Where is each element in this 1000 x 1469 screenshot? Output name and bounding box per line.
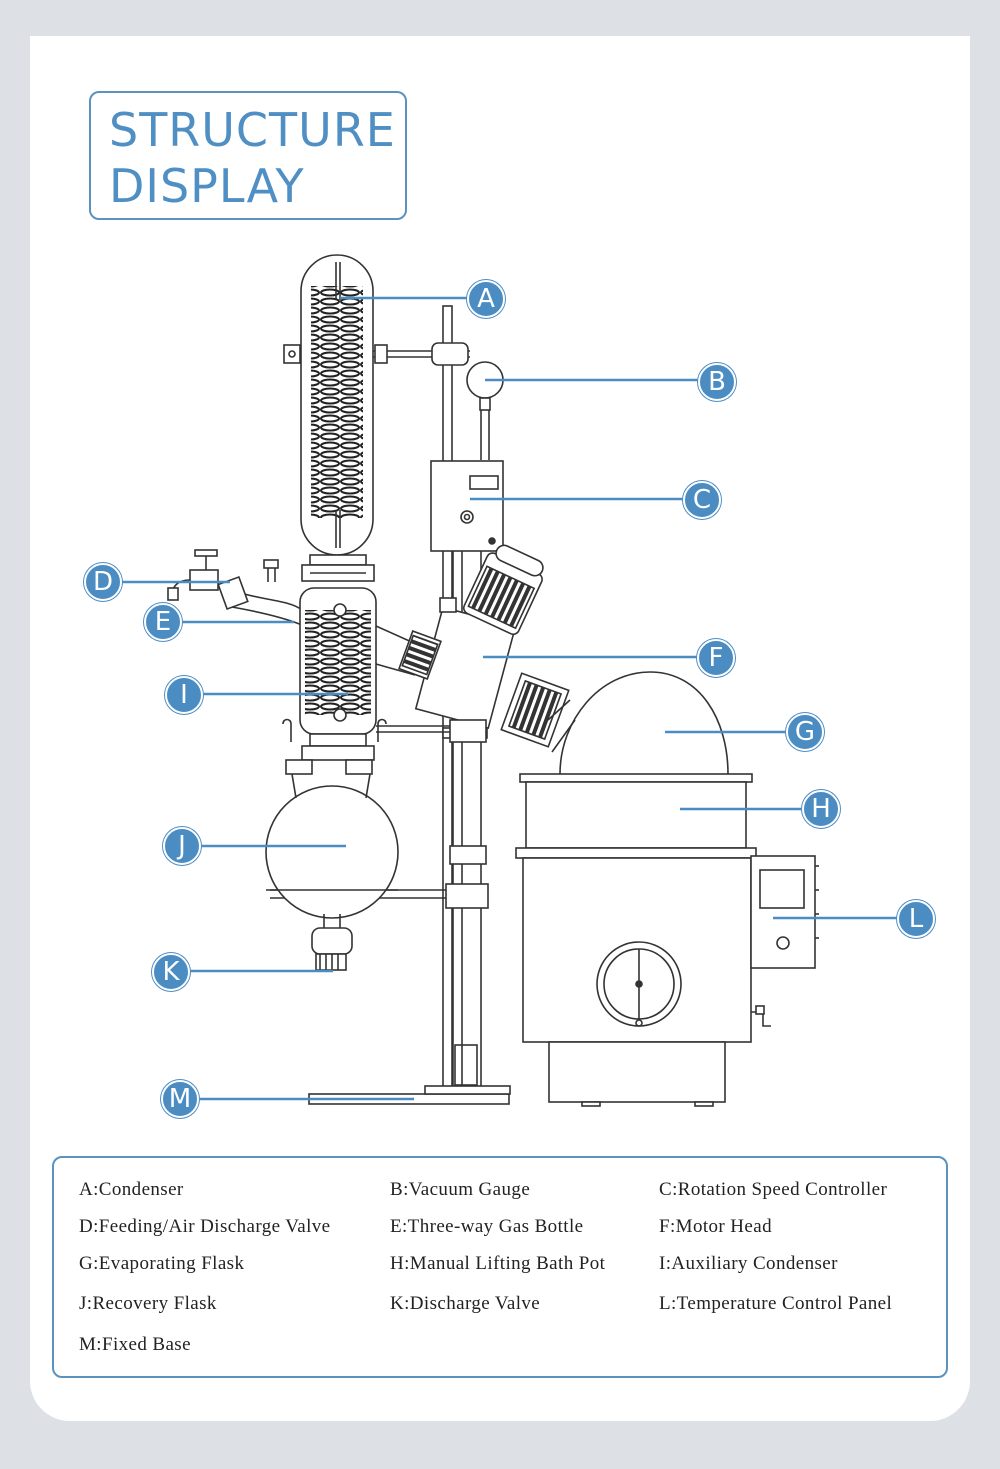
callout-h: H [802, 790, 840, 828]
feeding-valve [167, 549, 219, 601]
flask-connector [282, 718, 387, 775]
callout-g: G [786, 713, 824, 751]
legend-item-h: H:Manual Lifting Bath Pot [390, 1253, 606, 1274]
legend-item-g: G:Evaporating Flask [79, 1253, 245, 1274]
callout-i: I [165, 676, 203, 714]
callout-j: J [163, 827, 201, 865]
legend-item-k: K:Discharge Valve [390, 1293, 541, 1314]
legend-item-j: J:Recovery Flask [79, 1293, 217, 1314]
motor-head [398, 544, 570, 748]
legend-item-b: B:Vacuum Gauge [390, 1179, 531, 1200]
evaporating-flask [547, 671, 729, 775]
legend-item-i: I:Auxiliary Condenser [659, 1253, 838, 1274]
temperature-panel [750, 855, 819, 969]
title-box: STRUCTURE DISPLAY [89, 91, 407, 220]
callout-k: K [152, 953, 190, 991]
callout-e: E [144, 603, 182, 641]
auxiliary-condenser [299, 587, 377, 735]
title-line-2: DISPLAY [109, 159, 305, 213]
condenser [300, 254, 374, 556]
condenser-clamp [283, 342, 470, 366]
legend-item-f: F:Motor Head [659, 1216, 772, 1237]
legend-item-d: D:Feeding/Air Discharge Valve [79, 1216, 331, 1237]
callout-m: M [161, 1080, 199, 1118]
callout-a: A [467, 280, 505, 318]
bath-pot [515, 773, 771, 1107]
legend-item-l: L:Temperature Control Panel [659, 1293, 893, 1314]
discharge-valve [311, 914, 353, 971]
callout-d: D [84, 563, 122, 601]
callout-lines [118, 296, 898, 1101]
recovery-flask [265, 773, 399, 919]
legend-item-c: C:Rotation Speed Controller [659, 1179, 888, 1200]
three-way-bottle [217, 559, 303, 626]
callout-c: C [683, 481, 721, 519]
vacuum-gauge [466, 361, 504, 460]
legend-box: A:Condenser B:Vacuum Gauge C:Rotation Sp… [52, 1156, 948, 1378]
legend-item-a: A:Condenser [79, 1179, 184, 1200]
callout-l: L [897, 900, 935, 938]
speed-controller-box [430, 460, 504, 552]
title-line-1: STRUCTURE [109, 103, 396, 157]
fixed-base [308, 1085, 511, 1105]
legend-item-e: E:Three-way Gas Bottle [390, 1216, 584, 1237]
callout-f: F [697, 639, 735, 677]
callout-b: B [698, 363, 736, 401]
legend-item-m: M:Fixed Base [79, 1334, 191, 1355]
condenser-flange [301, 554, 375, 582]
